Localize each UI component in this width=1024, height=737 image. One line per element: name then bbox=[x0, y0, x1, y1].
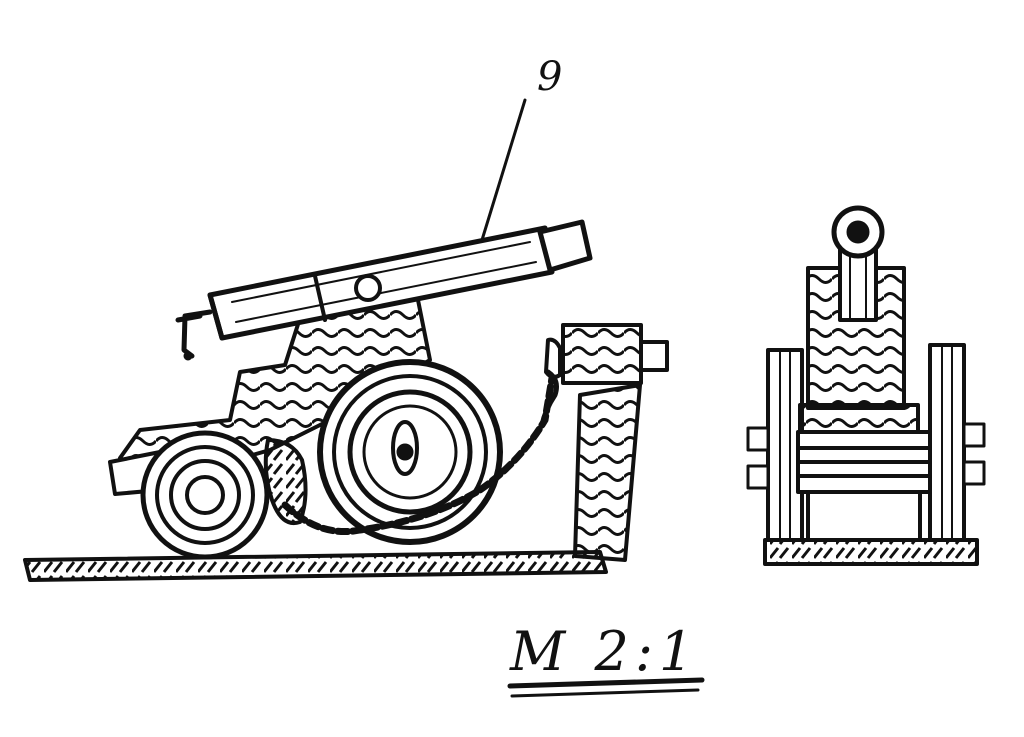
scale-underline bbox=[507, 677, 705, 698]
breeching-rope bbox=[281, 369, 559, 536]
front-base bbox=[763, 538, 979, 566]
front-right-cheek bbox=[928, 343, 986, 542]
base-plank bbox=[23, 550, 608, 582]
cannon-barrel bbox=[175, 219, 593, 361]
callout-leader bbox=[480, 98, 527, 242]
front-view bbox=[746, 205, 986, 566]
front-wheel bbox=[317, 359, 503, 545]
side-view bbox=[23, 98, 669, 582]
front-barrel bbox=[831, 205, 885, 322]
tackle-post bbox=[544, 323, 669, 562]
scale-label: M 2:1 bbox=[509, 620, 699, 683]
rear-wheel bbox=[140, 430, 270, 560]
front-left-cheek bbox=[746, 348, 804, 542]
callout-label: 9 bbox=[537, 54, 562, 100]
rope-coil bbox=[263, 438, 308, 525]
